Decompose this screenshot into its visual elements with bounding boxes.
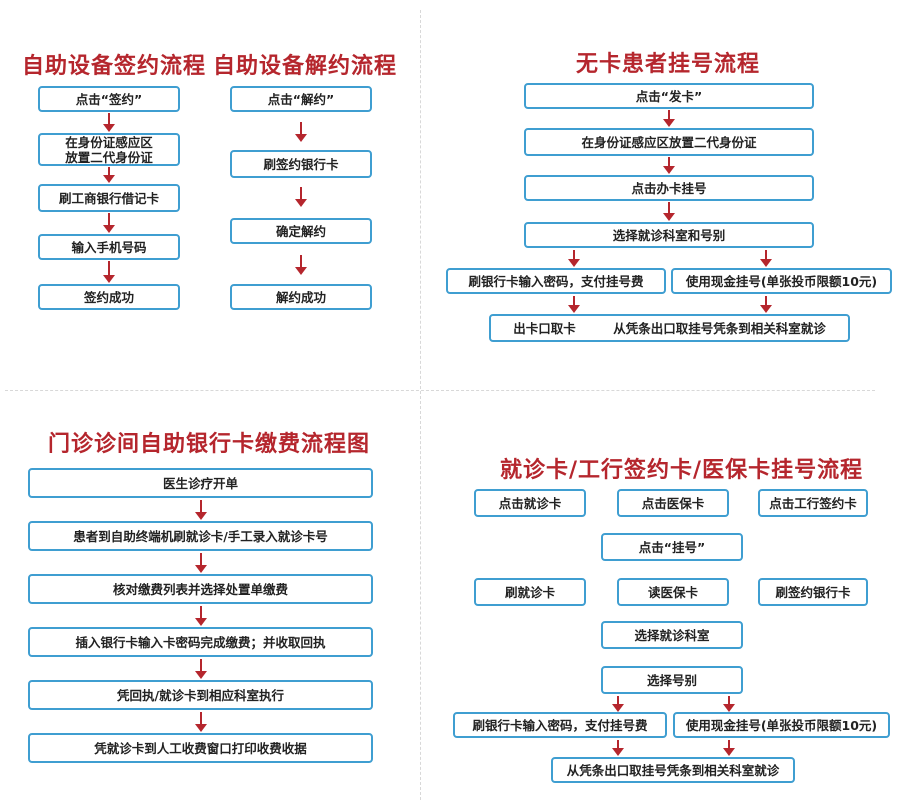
unsigning-title: 自助设备解约流程: [213, 54, 398, 79]
cards-pay-card: 刷银行卡输入密码，支付挂号费: [453, 712, 667, 738]
cards-select-dept: 选择就诊科室: [601, 621, 743, 649]
nocard-arrow-finish-2: [760, 296, 772, 313]
outpatient-step-1: 医生诊疗开单: [28, 468, 373, 498]
cards-finish: 从凭条出口取挂号凭条到相关科室就诊: [551, 757, 795, 783]
nocard-pay-card: 刷银行卡输入密码，支付挂号费: [446, 268, 666, 294]
outpatient-arrow-4: [195, 659, 207, 679]
horizontal-divider: [5, 390, 875, 391]
cards-arrow-finish-1: [612, 740, 624, 756]
signing-step-4: 输入手机号码: [38, 234, 180, 260]
nocard-step-1: 点击“发卡”: [524, 83, 814, 109]
nocard-step-4: 选择就诊科室和号别: [524, 222, 814, 248]
unsigning-step-4: 解约成功: [230, 284, 372, 310]
nocard-arrow-1: [663, 110, 675, 127]
outpatient-step-4: 插入银行卡输入卡密码完成缴费；并收取回执: [28, 627, 373, 657]
unsigning-arrow-2: [295, 187, 307, 207]
unsigning-step-2: 刷签约银行卡: [230, 150, 372, 178]
cards-select-number: 选择号别: [601, 666, 743, 694]
outpatient-step-5: 凭回执/就诊卡到相应科室执行: [28, 680, 373, 710]
cards-title: 就诊卡/工行签约卡/医保卡挂号流程: [500, 458, 864, 483]
signing-step-3: 刷工商银行借记卡: [38, 184, 180, 212]
signing-arrow-2: [103, 167, 115, 183]
unsigning-arrow-1: [295, 122, 307, 142]
outpatient-arrow-1: [195, 500, 207, 520]
signing-step-1: 点击“签约”: [38, 86, 180, 112]
outpatient-arrow-3: [195, 606, 207, 626]
cards-click-visit-card: 点击就诊卡: [474, 489, 586, 517]
nocard-arrow-card: [568, 250, 580, 267]
vertical-divider: [420, 10, 421, 800]
signing-arrow-4: [103, 261, 115, 283]
cards-arrow-cash: [723, 696, 735, 712]
nocard-arrow-cash: [760, 250, 772, 267]
nocard-arrow-finish-1: [568, 296, 580, 313]
cards-pay-cash: 使用现金挂号(单张投币限额10元): [673, 712, 890, 738]
cards-click-bank-card: 点击工行签约卡: [758, 489, 868, 517]
cards-click-insurance-card: 点击医保卡: [617, 489, 729, 517]
nocard-arrow-3: [663, 202, 675, 221]
outpatient-step-6: 凭就诊卡到人工收费窗口打印收费收据: [28, 733, 373, 763]
unsigning-step-1: 点击“解约”: [230, 86, 372, 112]
nocard-arrow-2: [663, 157, 675, 174]
signing-arrow-1: [103, 113, 115, 132]
cards-swipe-visit-card: 刷就诊卡: [474, 578, 586, 606]
nocard-title: 无卡患者挂号流程: [576, 52, 761, 77]
outpatient-step-2: 患者到自助终端机刷就诊卡/手工录入就诊卡号: [28, 521, 373, 551]
unsigning-arrow-3: [295, 255, 307, 275]
nocard-step-3: 点击办卡挂号: [524, 175, 814, 201]
signing-arrow-3: [103, 213, 115, 233]
cards-read-insurance-card: 读医保卡: [617, 578, 729, 606]
unsigning-step-3: 确定解约: [230, 218, 372, 244]
cards-swipe-bank-card: 刷签约银行卡: [758, 578, 868, 606]
signing-title: 自助设备签约流程: [22, 54, 207, 79]
nocard-step-2: 在身份证感应区放置二代身份证: [524, 128, 814, 156]
signing-step-2: 在身份证感应区 放置二代身份证: [38, 133, 180, 166]
signing-step-5: 签约成功: [38, 284, 180, 310]
nocard-finish: 出卡口取卡 从凭条出口取挂号凭条到相关科室就诊: [489, 314, 850, 342]
outpatient-arrow-5: [195, 712, 207, 732]
outpatient-arrow-2: [195, 553, 207, 573]
outpatient-step-3: 核对缴费列表并选择处置单缴费: [28, 574, 373, 604]
nocard-pay-cash: 使用现金挂号(单张投币限额10元): [671, 268, 892, 294]
cards-click-register: 点击“挂号”: [601, 533, 743, 561]
cards-arrow-card: [612, 696, 624, 712]
cards-arrow-finish-2: [723, 740, 735, 756]
outpatient-title: 门诊诊间自助银行卡缴费流程图: [48, 432, 371, 457]
